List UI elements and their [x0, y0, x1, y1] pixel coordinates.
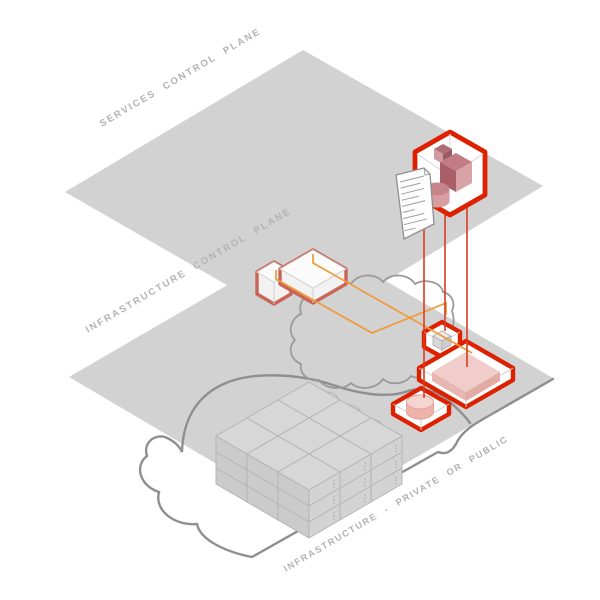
server-rack-stacks [215, 381, 403, 539]
spec-document-icon [395, 167, 435, 240]
services-control-plane-surface [65, 50, 543, 330]
orange-connector-lines [275, 254, 473, 354]
red-drop-lines [423, 201, 468, 398]
server-stack [277, 453, 341, 539]
provisioned-platform-small [390, 385, 452, 433]
provisioned-platform-large [416, 338, 516, 410]
document-text-lines [399, 175, 427, 232]
service-hexagon-container [412, 129, 488, 218]
